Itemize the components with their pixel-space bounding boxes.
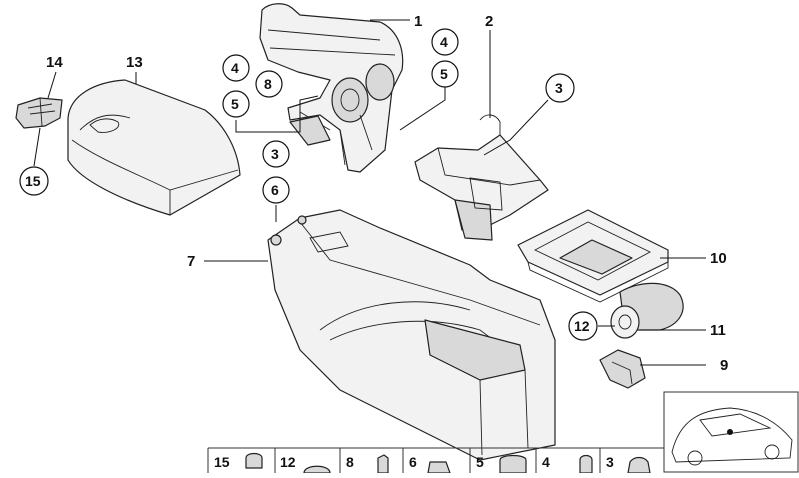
armrest-support-drawing (259, 3, 404, 173)
small-parts-row (207, 447, 664, 474)
small-part-label-3: 3 (606, 454, 614, 470)
small-part-label-15: 15 (214, 454, 230, 470)
callout-7: 7 (187, 253, 195, 270)
callout-9: 9 (720, 357, 728, 374)
callout-8: 8 (264, 76, 272, 92)
callout-13: 13 (126, 54, 143, 71)
callout-2: 2 (485, 13, 493, 30)
cupholder-insert-drawing (414, 114, 549, 241)
callout-11: 11 (710, 322, 726, 339)
roller-blind-drawing (610, 282, 684, 339)
tray-drawing (517, 209, 669, 303)
centre-console-drawing (267, 209, 556, 461)
armrest-cover-drawing (67, 79, 241, 216)
small-part-label-4: 4 (542, 454, 550, 470)
latch-drawing (15, 97, 63, 129)
callout-3-tray: 3 (555, 80, 563, 96)
vehicle-inset (663, 391, 799, 473)
callout-3-console: 3 (271, 146, 279, 162)
small-part-label-5: 5 (476, 454, 484, 470)
callout-4-left: 4 (231, 60, 239, 76)
callout-4-right: 4 (440, 34, 448, 50)
small-part-label-8: 8 (346, 454, 354, 470)
callout-12: 12 (574, 318, 590, 334)
clip-drawing (599, 349, 646, 389)
small-part-label-12: 12 (280, 454, 296, 470)
callout-10: 10 (710, 250, 727, 267)
small-part-label-6: 6 (409, 454, 417, 470)
callout-5-left: 5 (231, 96, 239, 112)
callout-15: 15 (25, 173, 41, 189)
callout-14: 14 (46, 54, 63, 71)
callout-6: 6 (271, 182, 279, 198)
leader-lines (33, 19, 706, 366)
callout-1: 1 (414, 13, 422, 30)
callout-5-right: 5 (440, 66, 448, 82)
